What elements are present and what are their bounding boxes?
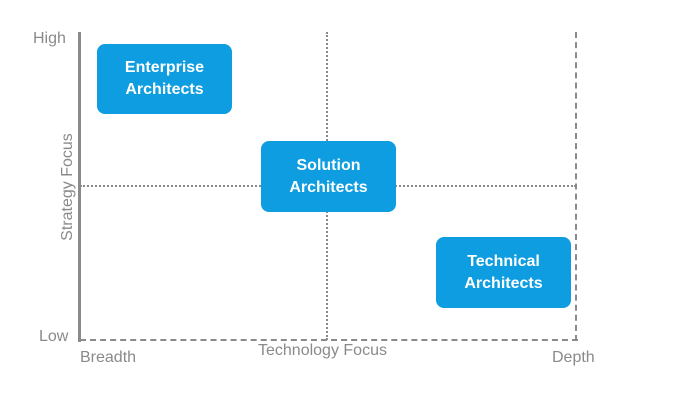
x-right-label: Depth <box>552 349 595 366</box>
x-axis-line <box>80 339 578 341</box>
box-line2: Architects <box>289 178 368 196</box>
x-axis-title: Technology Focus <box>258 342 387 359</box>
box-line1: Solution <box>296 156 361 174</box>
technical-architects-box: Technical Architects <box>436 237 571 308</box>
enterprise-architects-box: Enterprise Architects <box>97 44 232 114</box>
box-line1: Enterprise <box>124 59 205 76</box>
box-line2: Architects <box>125 81 204 98</box>
box-line1: Technical <box>467 252 540 270</box>
box-line2: Architects <box>464 274 543 292</box>
solution-architects-box: Solution Architects <box>261 141 396 212</box>
x-left-label: Breadth <box>80 349 137 366</box>
y-high-label: High <box>33 30 66 47</box>
y-low-label: Low <box>39 328 69 345</box>
right-border-line <box>575 32 577 341</box>
y-axis-title: Strategy Focus <box>59 133 76 241</box>
y-axis-line <box>78 32 81 342</box>
